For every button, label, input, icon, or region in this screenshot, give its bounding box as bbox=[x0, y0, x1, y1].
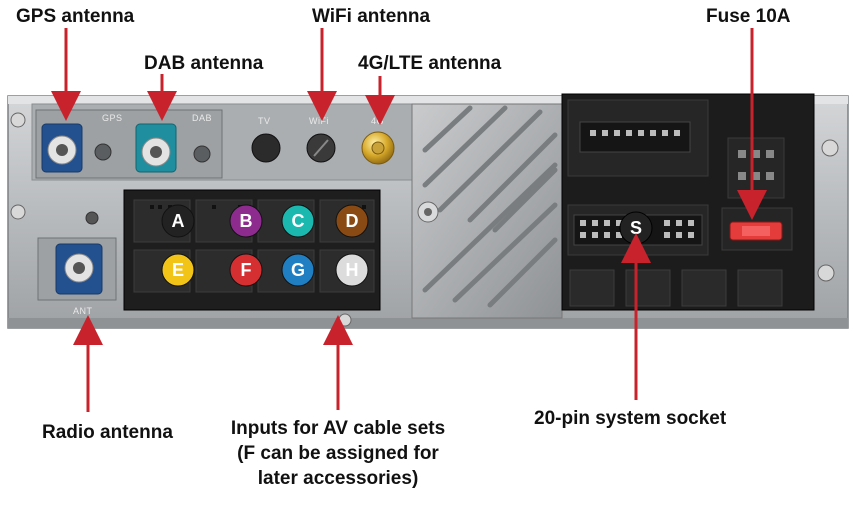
screw-icon bbox=[338, 313, 352, 327]
fuse-label: Fuse 10A bbox=[706, 6, 791, 27]
callout-arrows bbox=[51, 28, 767, 412]
av-port-badge bbox=[281, 204, 315, 238]
av-label-line2: (F can be assigned for bbox=[237, 443, 439, 464]
av-port-badge bbox=[229, 253, 263, 287]
silk-gps: GPS bbox=[102, 113, 123, 123]
av-port-letter: H bbox=[346, 260, 359, 280]
av-label-line1: Inputs for AV cable sets bbox=[231, 418, 445, 439]
av-port-badge bbox=[161, 204, 195, 238]
screw-icon bbox=[10, 112, 26, 128]
av-port-letter: C bbox=[292, 211, 305, 231]
av-port-a: A bbox=[161, 204, 195, 238]
av-port-g: G bbox=[281, 253, 315, 287]
av-label-line3: later accessories) bbox=[258, 468, 419, 489]
silk-tv: TV bbox=[258, 116, 271, 126]
av-port-letter: E bbox=[172, 260, 184, 280]
heat-sink bbox=[411, 103, 563, 319]
av-port-e: E bbox=[161, 253, 195, 287]
av-port-badge bbox=[335, 253, 369, 287]
tv-port-icon bbox=[251, 133, 281, 163]
chassis-screws bbox=[10, 112, 839, 327]
av-port-letter: B bbox=[240, 211, 253, 231]
av-input-block: A B C D E F G H bbox=[123, 189, 381, 311]
av-port-letter: A bbox=[172, 211, 185, 231]
av-port-b: B bbox=[229, 204, 263, 238]
screw-icon bbox=[817, 264, 835, 282]
silk-lte: 4G bbox=[371, 116, 384, 126]
dab-label: DAB antenna bbox=[144, 53, 264, 74]
silk-ant: ANT bbox=[73, 306, 93, 316]
socket-badge-letter: S bbox=[630, 218, 642, 238]
av-port-letter: F bbox=[241, 260, 252, 280]
screw-icon bbox=[85, 211, 99, 225]
screw-icon bbox=[10, 204, 26, 220]
wifi-label: WiFi antenna bbox=[312, 6, 430, 27]
screw-icon bbox=[193, 145, 211, 163]
silk-dab: DAB bbox=[192, 113, 212, 123]
silk-wifi: WiFi bbox=[309, 116, 329, 126]
gps-label: GPS antenna bbox=[16, 6, 135, 27]
av-port-d: D bbox=[335, 204, 369, 238]
tv-wifi-lte-connectors: TV WiFi 4G bbox=[251, 116, 395, 165]
radio-label: Radio antenna bbox=[42, 422, 173, 443]
callout-labels: GPS antenna DAB antenna WiFi antenna 4G/… bbox=[16, 6, 791, 489]
screw-icon bbox=[821, 139, 839, 157]
av-port-letter: D bbox=[346, 211, 359, 231]
system-socket-block: S bbox=[561, 93, 815, 311]
gps-dab-connector-block: GPS DAB bbox=[35, 109, 223, 179]
av-port-badge bbox=[161, 253, 195, 287]
av-port-f: F bbox=[229, 253, 263, 287]
av-port-badge bbox=[335, 204, 369, 238]
radio-antenna-connector: ANT bbox=[37, 237, 117, 316]
screw-icon bbox=[94, 143, 112, 161]
av-port-c: C bbox=[281, 204, 315, 238]
av-port-badge bbox=[229, 204, 263, 238]
av-port-letter: G bbox=[291, 260, 305, 280]
socket-label: 20-pin system socket bbox=[534, 408, 727, 429]
lte-label: 4G/LTE antenna bbox=[358, 53, 502, 74]
av-port-h: H bbox=[335, 253, 369, 287]
av-port-badge bbox=[281, 253, 315, 287]
